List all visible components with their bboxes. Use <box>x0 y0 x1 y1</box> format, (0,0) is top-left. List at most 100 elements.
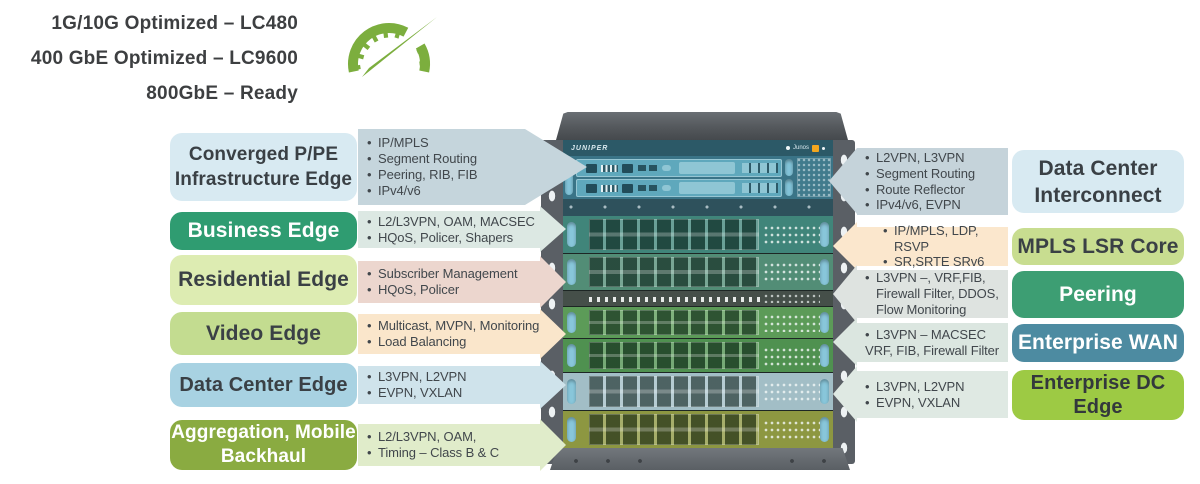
bullet-list: •L2/L3VPN, OAM,•Timing – Class B & C <box>367 429 540 461</box>
label-text: Enterprise DC Edge <box>1030 372 1166 418</box>
breakout-ports <box>764 420 820 442</box>
line-card <box>563 373 833 410</box>
bullets-aggregation: •L2/L3VPN, OAM,•Timing – Class B & C <box>358 419 566 471</box>
bullets-peering: •L3VPN –, VRF,FIB, Firewall Filter, DDOS… <box>833 265 1008 323</box>
rj45-port <box>586 184 597 193</box>
status-led-icon <box>822 146 825 150</box>
bullet-list: •L2VPN, L3VPN•Segment Routing•Route Refl… <box>865 150 1008 213</box>
bullet-item: •L2VPN, L3VPN <box>865 149 965 165</box>
label-enterprise-dc-edge: Enterprise DC Edge <box>1012 370 1184 420</box>
bullet-item: •Subscriber Management <box>367 266 518 282</box>
bullet-item: •Segment Routing <box>367 151 477 167</box>
bullets-residential-edge: •Subscriber Management•HQoS, Policer <box>358 256 566 308</box>
chassis-top-cap <box>556 112 848 140</box>
label-text: Peering <box>1059 282 1137 306</box>
port-grid <box>589 342 759 369</box>
label-text: MPLS LSR Core <box>1017 234 1179 258</box>
rj45-port <box>622 164 633 173</box>
bullet-item: •Route Reflector <box>865 181 965 197</box>
label-enterprise-wan: Enterprise WAN <box>1012 324 1184 362</box>
port-grid <box>589 257 759 287</box>
bullet-item: •Timing – Class B & C <box>367 445 500 460</box>
usb-port <box>649 185 657 191</box>
usb-port <box>638 165 646 171</box>
breakout-ports <box>764 225 820 247</box>
perf-line-1: 1G/10G Optimized – LC480 <box>51 13 298 34</box>
speedometer-icon <box>348 17 437 77</box>
ejector-handle <box>785 159 793 176</box>
reset-button <box>662 165 671 171</box>
ejector-handle <box>567 378 576 405</box>
os-badge: Junos <box>792 145 809 151</box>
bullet-list: •Multicast, MVPN, Monitoring•Load Balanc… <box>367 318 540 350</box>
usb-port <box>649 165 657 171</box>
label-text: Aggregation, Mobile Backhaul <box>171 422 356 467</box>
ejector-handle <box>820 343 829 368</box>
line-card <box>563 339 833 372</box>
bullet-item: •HQoS, Policer, Shapers <box>367 229 514 245</box>
label-residential-edge: Residential Edge <box>170 255 357 305</box>
bullet-item: •IPv4/v6 <box>367 182 421 198</box>
bullets-business-edge: •L2/L3VPN, OAM, MACSEC•HQoS, Policer, Sh… <box>358 206 566 252</box>
ejector-handle <box>820 259 829 285</box>
ejector-handle <box>820 311 829 334</box>
bullet-list: •IP/MPLS, LDP, RSVP•SR,SRTE SRv6 <box>865 223 1008 270</box>
line-card <box>563 254 833 290</box>
status-led-icon <box>785 146 790 150</box>
bullets-mpls-lsr-core: •IP/MPLS, LDP, RSVP•SR,SRTE SRv6 <box>833 222 1008 270</box>
junos-flame-icon <box>812 144 819 152</box>
label-business-edge: Business Edge <box>170 212 357 250</box>
chassis-front-face: JUNIPER Junos <box>563 140 833 448</box>
bullet-item: •IP/MPLS <box>367 135 429 151</box>
ejector-handle <box>785 179 793 196</box>
label-converged-ppe-infrastructure-edge: Converged P/PE Infrastructure Edge <box>170 133 357 201</box>
line-card <box>563 307 833 338</box>
breakout-ports <box>764 263 820 284</box>
bullets-converged-ppe: •IP/MPLS•Segment Routing•Peering, RIB, F… <box>358 129 587 205</box>
blank-filler-slot <box>563 291 833 306</box>
label-peering: Peering <box>1012 271 1184 318</box>
ejector-handle <box>567 311 576 334</box>
routing-engine <box>576 179 782 197</box>
ejector-handle <box>567 343 576 368</box>
bullet-list: •L3VPN, L2VPN•EVPN, VXLAN <box>367 369 540 401</box>
port-grid <box>589 414 759 445</box>
bullets-data-center-edge: •L3VPN, L2VPN•EVPN, VXLAN <box>358 361 566 409</box>
performance-callout: 1G/10G Optimized – LC480 400 GbE Optimiz… <box>8 6 298 111</box>
breakout-ports <box>764 294 820 303</box>
label-text: Business Edge <box>187 219 340 242</box>
bullet-item: •Peering, RIB, FIB <box>367 167 478 182</box>
bullet-list: •L3VPN –, VRF,FIB, Firewall Filter, DDOS… <box>865 270 1008 317</box>
line-card <box>563 216 833 253</box>
qsfp-cage-group <box>742 163 778 173</box>
label-text: Converged P/PE Infrastructure Edge <box>174 144 353 190</box>
label-text: Enterprise WAN <box>1017 331 1179 354</box>
bullet-item: •SR,SRTE SRv6 <box>883 254 985 270</box>
bullet-item: •L2/L3VPN, OAM, MACSEC <box>367 213 535 229</box>
bullet-item: •HQoS, Policer <box>367 282 460 297</box>
bullet-list: •L2/L3VPN, OAM, MACSEC•HQoS, Policer, Sh… <box>367 214 540 246</box>
label-mpls-lsr-core: MPLS LSR Core <box>1012 228 1184 265</box>
label-aggregation-mobile-backhaul: Aggregation, Mobile Backhaul <box>170 420 357 470</box>
bullets-data-center-interconnect: •L2VPN, L3VPN•Segment Routing•Route Refl… <box>829 148 1008 215</box>
qsfp-cage-group <box>742 183 778 193</box>
blank-plate <box>679 182 735 194</box>
label-text: Data Center Interconnect <box>1034 156 1162 207</box>
perf-line-2: 400 GbE Optimized – LC9600 <box>30 48 298 69</box>
ejector-handle <box>820 416 829 443</box>
chassis-header: JUNIPER Junos <box>563 140 833 156</box>
routing-engine <box>576 159 782 177</box>
breakout-ports <box>764 382 820 404</box>
bullets-enterprise-dc-edge: •L3VPN, L2VPN•EVPN, VXLAN <box>833 366 1008 422</box>
label-data-center-edge: Data Center Edge <box>170 363 357 407</box>
label-video-edge: Video Edge <box>170 312 357 355</box>
port-grid <box>589 219 759 250</box>
bullets-video-edge: •Multicast, MVPN, Monitoring•Load Balanc… <box>358 309 566 359</box>
bullet-item: •L3VPN –, VRF,FIB, Firewall Filter, DDOS… <box>865 270 999 317</box>
bullet-item: •Multicast, MVPN, Monitoring <box>367 318 540 334</box>
reset-button <box>662 185 671 191</box>
port-grid <box>589 376 759 407</box>
